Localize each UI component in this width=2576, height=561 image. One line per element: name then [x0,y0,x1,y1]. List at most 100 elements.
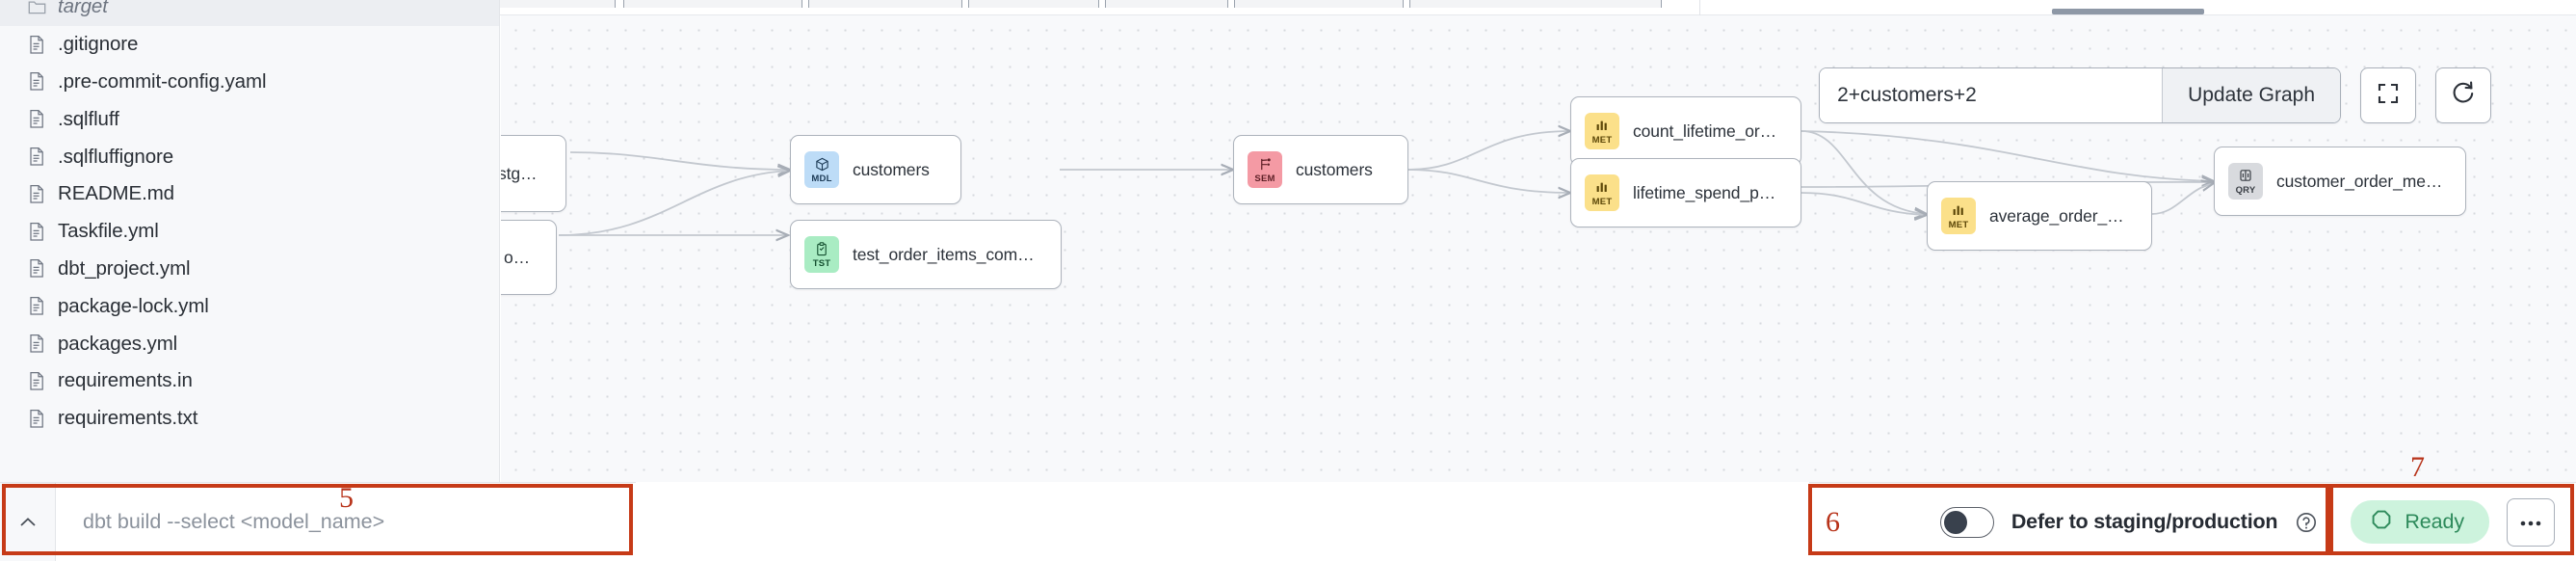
file-name-label: packages.yml [58,332,178,355]
file-row[interactable]: requirements.txt [0,400,499,438]
graph-edges [558,15,2576,482]
graph-node-count-lifetime-orders[interactable]: MET count_lifetime_orders [1570,96,1801,166]
clipboard-icon [815,241,828,257]
graph-node-label: average_order_value [1989,205,2130,226]
query-badge-icon: QRY [2228,163,2263,200]
fullscreen-icon [2376,81,2401,111]
defer-toggle-switch[interactable] [1939,506,1994,538]
semantic-badge-icon: SEM [1248,151,1282,188]
badge-label: MDL [811,173,832,184]
status-label: Ready [2405,510,2464,533]
graph-node-average-order-value[interactable]: MET average_order_value [1927,181,2152,251]
file-row[interactable]: target [0,0,499,26]
metric-badge-icon: MET [1941,198,1976,234]
file-icon [27,221,46,242]
chevron-up-icon[interactable] [0,482,56,561]
badge-label: QRY [2235,184,2256,196]
graph-node-orders[interactable]: orders [501,220,557,295]
badge-label: MET [1591,196,1613,207]
file-row[interactable]: package-lock.yml [0,287,499,325]
file-row[interactable]: requirements.in [0,362,499,400]
file-icon [27,109,46,130]
file-row[interactable]: README.md [0,175,499,213]
graph-node-label: customers [1296,159,1373,179]
chart-icon [1595,179,1609,196]
file-name-label: Taskfile.yml [58,220,159,243]
graph-toolbar: Update Graph [1819,67,2491,123]
active-tab-indicator [2052,9,2204,14]
refresh-icon [2450,80,2477,112]
graph-node-customer-order-metrics[interactable]: QRY customer_order_metrics [2214,147,2466,216]
cube-icon [815,156,829,173]
file-row[interactable]: dbt_project.yml [0,251,499,288]
badge-label: TST [812,257,831,269]
editor-tab[interactable] [1409,0,1662,8]
file-list: target .gitignore .pre-commit-config.yaml.… [0,0,499,438]
refresh-button[interactable] [2435,67,2491,123]
test-badge-icon: TST [804,236,839,273]
file-icon [27,183,46,204]
graph-node-stg-customers[interactable]: stg_customers [501,135,566,212]
folder-icon [27,0,46,17]
status-badge[interactable]: Ready [2351,500,2489,544]
graph-node-label: customer_order_metrics [2276,171,2444,191]
semantic-icon [1258,156,1273,173]
file-icon [27,34,46,55]
editor-tab[interactable] [808,0,962,8]
status-bar: Defer to staging/production Ready [1809,482,2576,561]
graph-node-label: stg_customers [501,163,544,183]
editor-tab[interactable] [623,0,802,8]
lineage-graph-canvas[interactable]: stg_customers orders MDL customers [501,15,2576,482]
file-name-label: .sqlfluff [58,107,119,130]
file-row[interactable]: .sqlfluffignore [0,138,499,175]
file-row[interactable]: .sqlfluff [0,100,499,138]
graph-node-label: orders [504,247,535,267]
dbt-command-input[interactable] [56,482,636,561]
file-name-label: dbt_project.yml [58,256,191,280]
file-icon [27,370,46,391]
file-icon [27,296,46,317]
graph-node-customers-model[interactable]: MDL customers [790,135,961,204]
file-name-label: .gitignore [58,33,139,56]
badge-label: MET [1948,219,1969,230]
graph-node-customers-semantic[interactable]: SEM customers [1233,135,1408,204]
ellipsis-icon [2518,517,2543,527]
file-row[interactable]: Taskfile.yml [0,213,499,251]
file-row[interactable]: .pre-commit-config.yaml [0,64,499,101]
graph-node-test-order-items[interactable]: TST test_order_items_compute_to_bools… [790,220,1062,289]
graph-node-lifetime-spend-pretax[interactable]: MET lifetime_spend_pretax [1570,158,1801,227]
update-graph-button[interactable]: Update Graph [2162,68,2340,122]
file-icon [27,147,46,168]
defer-label: Defer to staging/production [2011,510,2278,533]
file-row[interactable]: packages.yml [0,325,499,362]
metric-badge-icon: MET [1585,174,1619,211]
badge-label: MET [1591,134,1613,146]
editor-tab[interactable] [968,0,1099,8]
chart-icon [1952,202,1965,219]
defer-toggle-group[interactable]: Defer to staging/production [1939,506,2318,538]
query-icon [2239,168,2252,184]
graph-node-label: count_lifetime_orders [1633,120,1779,141]
graph-node-label: customers [853,159,930,179]
toggle-knob [1943,510,1967,534]
tab-strip-divider [1699,0,1700,15]
file-name-label: target [58,0,108,18]
graph-selector-input[interactable] [1820,68,2163,122]
status-ring-icon [2370,508,2393,536]
more-options-button[interactable] [2507,497,2555,547]
command-bar [0,482,636,561]
file-row[interactable]: .gitignore [0,26,499,64]
file-icon [27,258,46,280]
file-name-label: requirements.txt [58,407,198,430]
editor-tab[interactable] [1105,0,1228,8]
graph-node-label: lifetime_spend_pretax [1633,182,1779,202]
editor-tab[interactable] [1234,0,1404,8]
model-badge-icon: MDL [804,151,839,188]
file-icon [27,71,46,93]
editor-tab-strip [394,0,2576,15]
file-name-label: .pre-commit-config.yaml [58,69,267,93]
file-explorer-sidebar[interactable]: target .gitignore .pre-commit-config.yaml.… [0,0,500,482]
fullscreen-button[interactable] [2360,67,2416,123]
help-circle-icon[interactable] [2295,511,2318,534]
